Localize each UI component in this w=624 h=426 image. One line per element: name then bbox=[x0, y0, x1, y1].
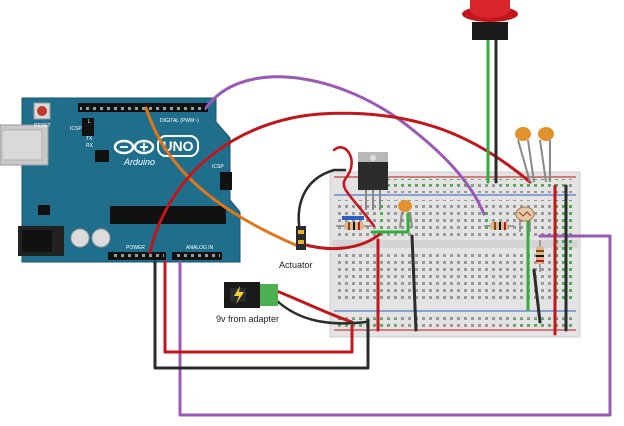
reset-label: RESET bbox=[34, 123, 51, 129]
voltage-regulator bbox=[358, 152, 388, 210]
ceramic-capacitor bbox=[538, 127, 554, 183]
icsp-header bbox=[82, 118, 94, 136]
arduino-uno-board: UNO Arduino RESET ICSP ICSP DIGITAL (PWM… bbox=[0, 97, 241, 263]
ceramic-capacitor bbox=[398, 200, 413, 229]
board-brand: Arduino bbox=[123, 157, 155, 167]
arduino-logo-icon bbox=[113, 139, 155, 155]
icsp-label: ICSP bbox=[70, 126, 82, 132]
power-icon bbox=[234, 286, 244, 304]
wire-black-vertical bbox=[410, 234, 418, 332]
atmega-chip bbox=[110, 206, 226, 224]
wire-red-arc bbox=[148, 111, 532, 254]
digital-header-label: DIGITAL (PWM~) bbox=[160, 118, 199, 124]
wire-red-adapter bbox=[272, 288, 354, 324]
led-label-rx: RX bbox=[86, 143, 94, 149]
led-label-l: L bbox=[88, 119, 91, 125]
wire-red-regulator bbox=[332, 146, 376, 228]
wire-green-short bbox=[370, 212, 410, 234]
actuator-connector bbox=[296, 226, 306, 250]
wire-black-right2 bbox=[532, 268, 542, 324]
actuator-label: Actuator bbox=[279, 260, 313, 270]
wire-red-actuator bbox=[300, 232, 382, 251]
wire-black-ground bbox=[153, 260, 370, 370]
resistor bbox=[536, 240, 544, 272]
resistor bbox=[336, 222, 372, 230]
power-label: POWER bbox=[126, 245, 145, 251]
analog-label: ANALOG IN bbox=[186, 245, 214, 251]
ceramic-capacitor bbox=[515, 127, 535, 183]
wire-black-adapter bbox=[274, 298, 368, 325]
wire-orange bbox=[144, 106, 300, 248]
board-model: UNO bbox=[162, 138, 193, 154]
resistor bbox=[484, 222, 514, 230]
dc-barrel-jack bbox=[224, 282, 278, 308]
photoresistor bbox=[515, 206, 535, 232]
icsp2-label: ICSP bbox=[212, 164, 224, 170]
push-button bbox=[462, 0, 518, 40]
wire-black-actuator bbox=[297, 168, 347, 234]
blue-jumper bbox=[342, 216, 364, 220]
board-capacitor bbox=[91, 228, 111, 248]
wire-purple-loop bbox=[178, 234, 612, 417]
board-capacitor bbox=[70, 228, 90, 248]
adapter-label: 9v from adapter bbox=[216, 314, 280, 324]
wire-purple-arc bbox=[204, 75, 486, 216]
led-label-tx: TX bbox=[86, 136, 93, 142]
wire-red-power bbox=[163, 260, 354, 354]
